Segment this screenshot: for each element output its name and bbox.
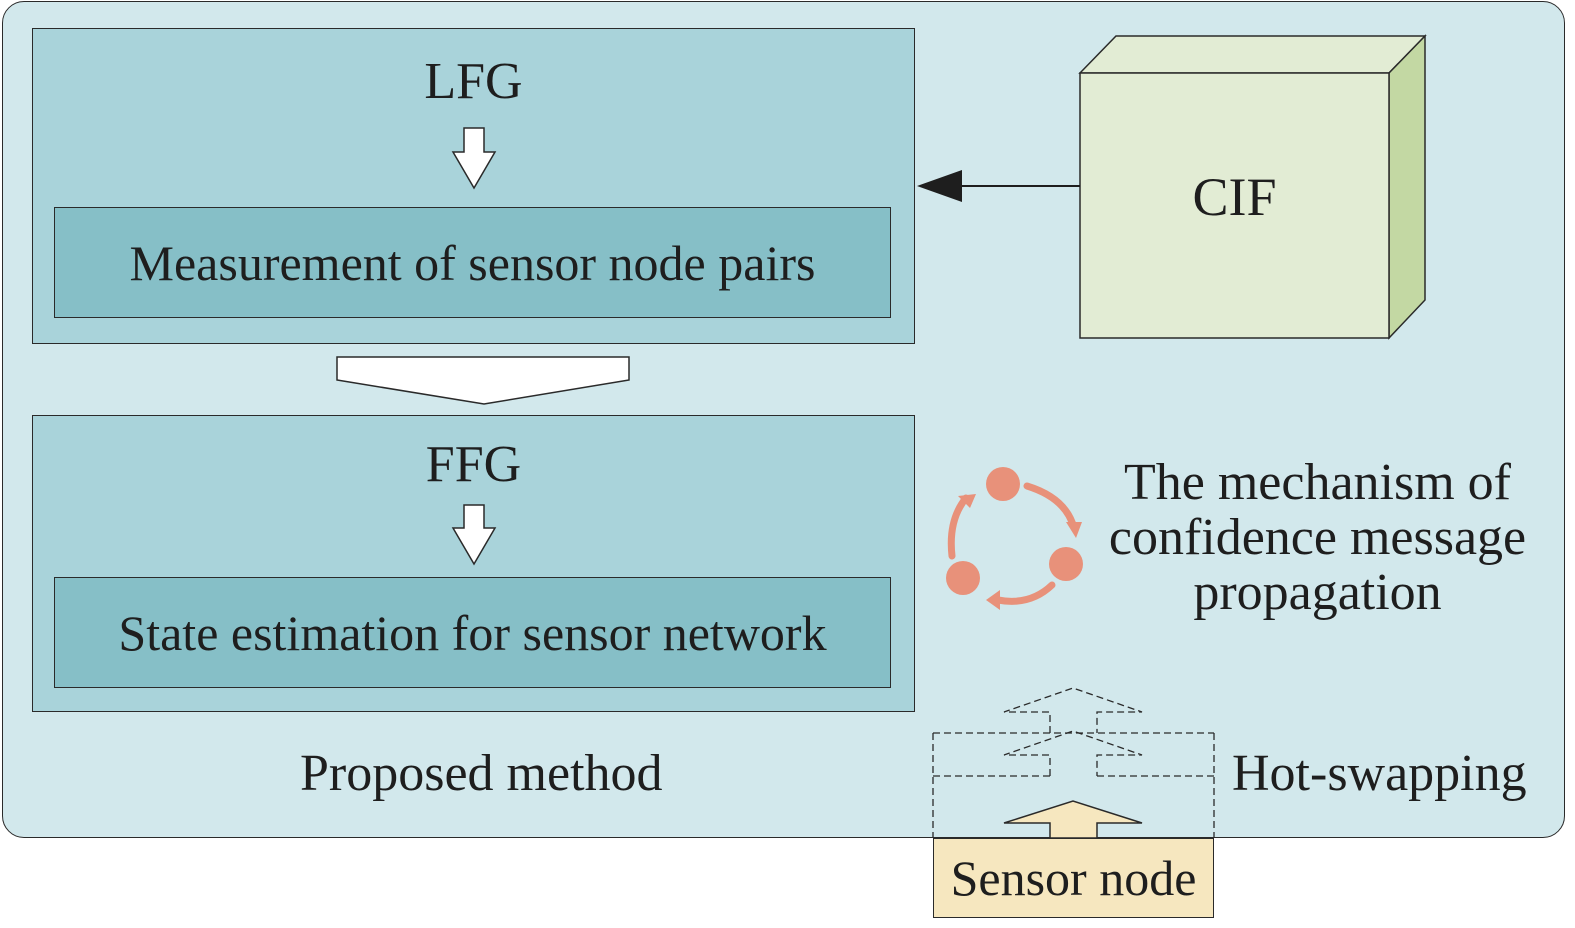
mechanism-label-line2: confidence message [1108, 509, 1527, 566]
measurement-box: Measurement of sensor node pairs [54, 207, 891, 318]
mechanism-label-line3: propagation [1193, 564, 1442, 621]
cif-to-lfg-arrowhead [917, 170, 962, 202]
proposed-method-label: Proposed method [300, 745, 663, 802]
cif-box-side [1388, 34, 1426, 340]
sensor-up-arrow [1003, 800, 1143, 839]
cif-box-top [1078, 35, 1427, 74]
sensor-node-box: Sensor node [933, 838, 1214, 918]
ffg-title: FFG [425, 436, 522, 493]
lfg-title: LFG [424, 53, 523, 110]
cif-label: CIF [1192, 167, 1277, 227]
ffg-down-arrow [451, 504, 497, 566]
mechanism-label-line1: The mechanism of [1124, 454, 1511, 511]
cycle-icon [946, 467, 1083, 610]
state-estimation-box: State estimation for sensor network [54, 577, 891, 688]
hot-swap-dashed-frame [932, 687, 1215, 838]
cif-box-front [1079, 72, 1390, 339]
hot-swapping-label: Hot-swapping [1232, 745, 1527, 802]
lfg-to-ffg-chevron [336, 356, 630, 405]
lfg-down-arrow [451, 127, 497, 190]
